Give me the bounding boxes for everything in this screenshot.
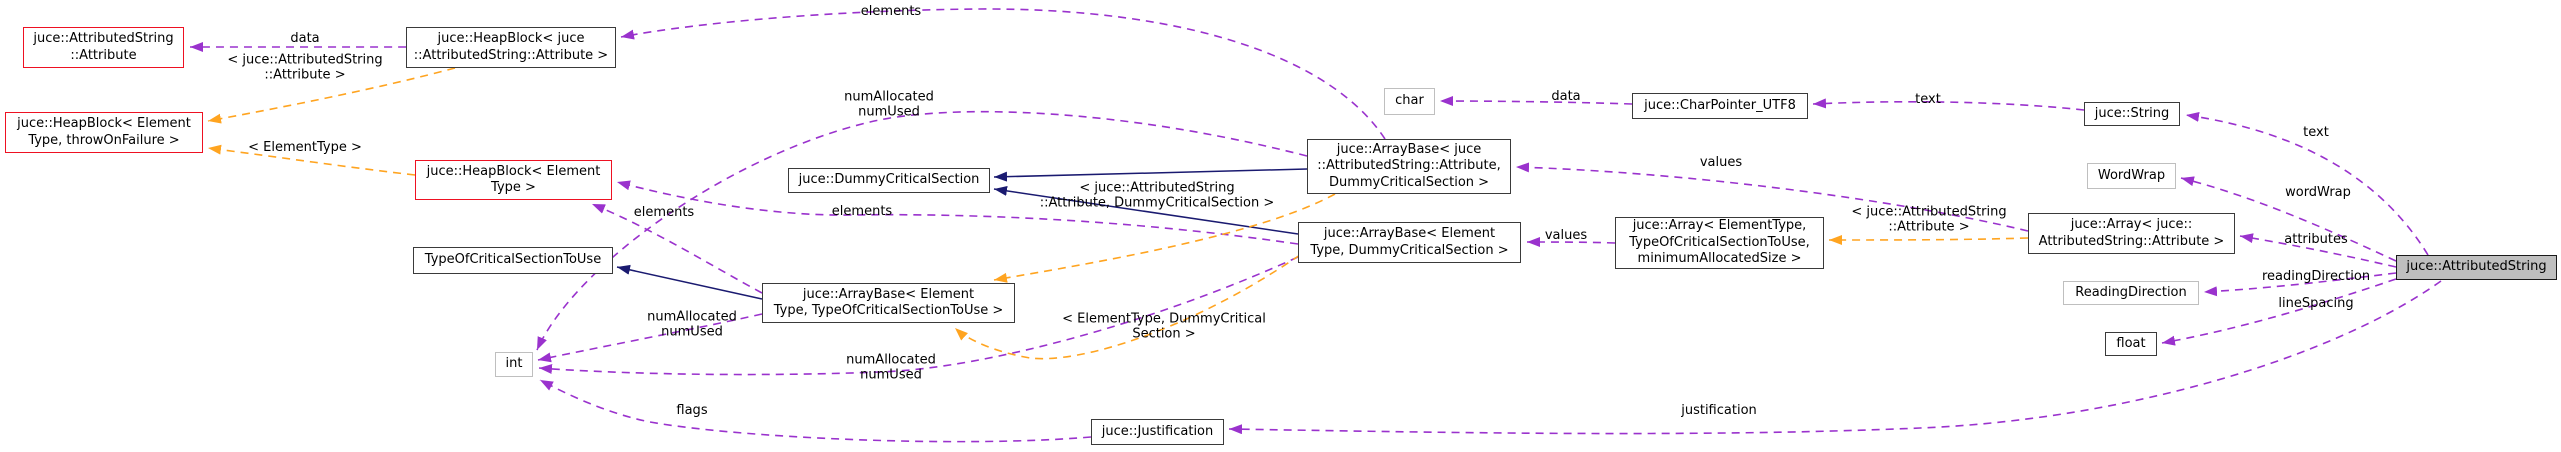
class-node-array-general[interactable]: juce::Array< ElementType,TypeOfCriticalS… [1615,217,1824,269]
edge-template-arraybase-elementtype [954,254,1301,360]
edge-label-linespacing: lineSpacing [2278,295,2354,311]
class-node-arraybase-attribute[interactable]: juce::ArrayBase< juce::AttributedString:… [1307,139,1511,194]
edge-label-data-charpointer: data [1551,88,1581,104]
class-node-label: juce::String [2094,105,2170,121]
edge-label-attributes: attributes [2284,231,2348,247]
edge-label-elements-elementtype: elements [831,203,893,219]
edge-label-template-arraybase-attribute: < juce::AttributedString::Attribute, Dum… [1039,180,1275,210]
class-node-string[interactable]: juce::String [2084,102,2180,126]
edge-label-flags: flags [676,402,708,418]
class-node-char: char [1384,88,1435,115]
edge-flags [539,379,1092,443]
class-node-attributedstring[interactable]: juce::AttributedString [2396,255,2557,280]
edge-template-heapblock-attribute [207,67,456,124]
class-node-label: ::AttributedString::Attribute > [413,47,609,63]
edge-linespacing [2161,278,2397,346]
edge-label-template-heapblock-elementtype: < ElementType > [248,139,362,155]
edge-elements-attribute [620,8,1386,140]
class-node-label: juce::ArrayBase< Element [802,286,975,302]
edge-wordwrap [2180,176,2397,262]
edge-label-text-string: text [1915,91,1941,107]
class-node-typeofcriticalsectiontouse[interactable]: TypeOfCriticalSectionToUse [413,247,613,274]
edge-label-values-attribute: values [1699,154,1743,170]
edge-values-attribute [1515,162,2029,232]
class-node-float[interactable]: float [2105,332,2157,356]
class-node-label: juce::Array< juce:: [2070,217,2193,232]
class-node-label: TypeOfCriticalSectionToUse [424,252,602,268]
edge-values-elementtype [1526,237,1616,248]
class-node-label: AttributedString::Attribute > [2038,233,2225,249]
class-node-label: Type, DummyCriticalSection > [1310,242,1509,258]
class-node-heapblock-attribute[interactable]: juce::HeapBlock< juce::AttributedString:… [406,27,616,68]
edge-label-text: text [2303,124,2329,140]
class-node-label: ::Attribute [70,47,137,63]
class-node-justification[interactable]: juce::Justification [1091,419,1224,445]
edge-data-charpointer [1439,96,1633,107]
class-node-label: WordWrap [2097,167,2166,183]
class-node-label: Type, TypeOfCriticalSectionToUse > [773,303,1004,318]
class-node-label: juce::AttributedString [33,31,174,46]
class-node-label: juce::ArrayBase< Element [1323,226,1496,241]
class-node-int: int [495,352,533,377]
edge-elements-elementtype [616,180,1299,245]
class-node-wordwrap: WordWrap [2087,163,2176,189]
edge-label-justification: justification [1681,402,1757,418]
class-node-readingdirection: ReadingDirection [2063,281,2199,305]
class-node-label: TypeOfCriticalSectionToUse, [1629,234,1810,250]
class-node-label: juce::ArrayBase< juce [1336,141,1482,157]
edge-elements-general [591,203,763,294]
class-node-label: juce::AttributedString [2406,259,2547,275]
class-node-label: float [2116,335,2146,351]
edge-label-elements-attribute: elements [860,3,922,19]
edge-label-readingdirection: readingDirection [2261,268,2371,284]
edge-label-template-array: < juce::AttributedString::Attribute > [1851,204,2007,234]
edge-template-heapblock-elementtype [207,144,416,176]
class-node-label: ReadingDirection [2075,284,2187,300]
edge-inherit-arraybase-elementtype [993,185,1299,235]
class-node-label: int [505,356,523,372]
class-node-label: juce::HeapBlock< Element [426,163,601,179]
class-node-label: juce::Justification [1101,423,1214,439]
class-node-label: juce::HeapBlock< Element [17,116,191,131]
edge-numallocated-general [537,313,763,363]
edge-text-string [1812,98,2085,111]
edge-numallocated-elementtype [538,256,1299,376]
class-node-dummycriticalsection[interactable]: juce::DummyCriticalSection [788,168,990,193]
class-node-attributedstring-attribute[interactable]: juce::AttributedString::Attribute [23,27,184,68]
class-node-label: juce::CharPointer_UTF8 [1644,97,1796,113]
edge-inherit-arraybase-general [616,264,763,300]
edge-label-values-elementtype: values [1544,227,1588,243]
edge-justification [1228,280,2442,435]
edge-label-template-heapblock-attribute: < juce::AttributedString::Attribute > [227,52,383,82]
class-node-label: DummyCriticalSection > [1328,174,1490,190]
class-node-label: Type > [491,180,536,195]
class-node-charpointer-utf8[interactable]: juce::CharPointer_UTF8 [1632,93,1808,119]
edge-attributes [2239,233,2397,268]
class-node-label: char [1395,93,1424,109]
edge-inherit-arraybase-attribute [993,168,1308,182]
edge-label-wordwrap: wordWrap [2285,184,2351,200]
class-node-label: juce::Array< ElementType, [1632,218,1807,234]
edge-template-array [1828,234,2029,245]
edge-text [2185,111,2429,256]
edge-readingdirection [2203,272,2397,297]
class-node-label: Type, throwOnFailure > [28,132,180,148]
class-node-array-attribute[interactable]: juce::Array< juce::AttributedString::Att… [2028,213,2235,254]
class-node-label: ::AttributedString::Attribute, [1317,158,1501,174]
class-node-label: juce::HeapBlock< juce [437,31,585,46]
edge-label-elements-general: elements [633,204,695,220]
edge-label-data-heapblock: data [290,30,320,46]
class-node-label: juce::DummyCriticalSection [798,172,980,188]
class-node-label: minimumAllocatedSize > [1637,251,1802,267]
